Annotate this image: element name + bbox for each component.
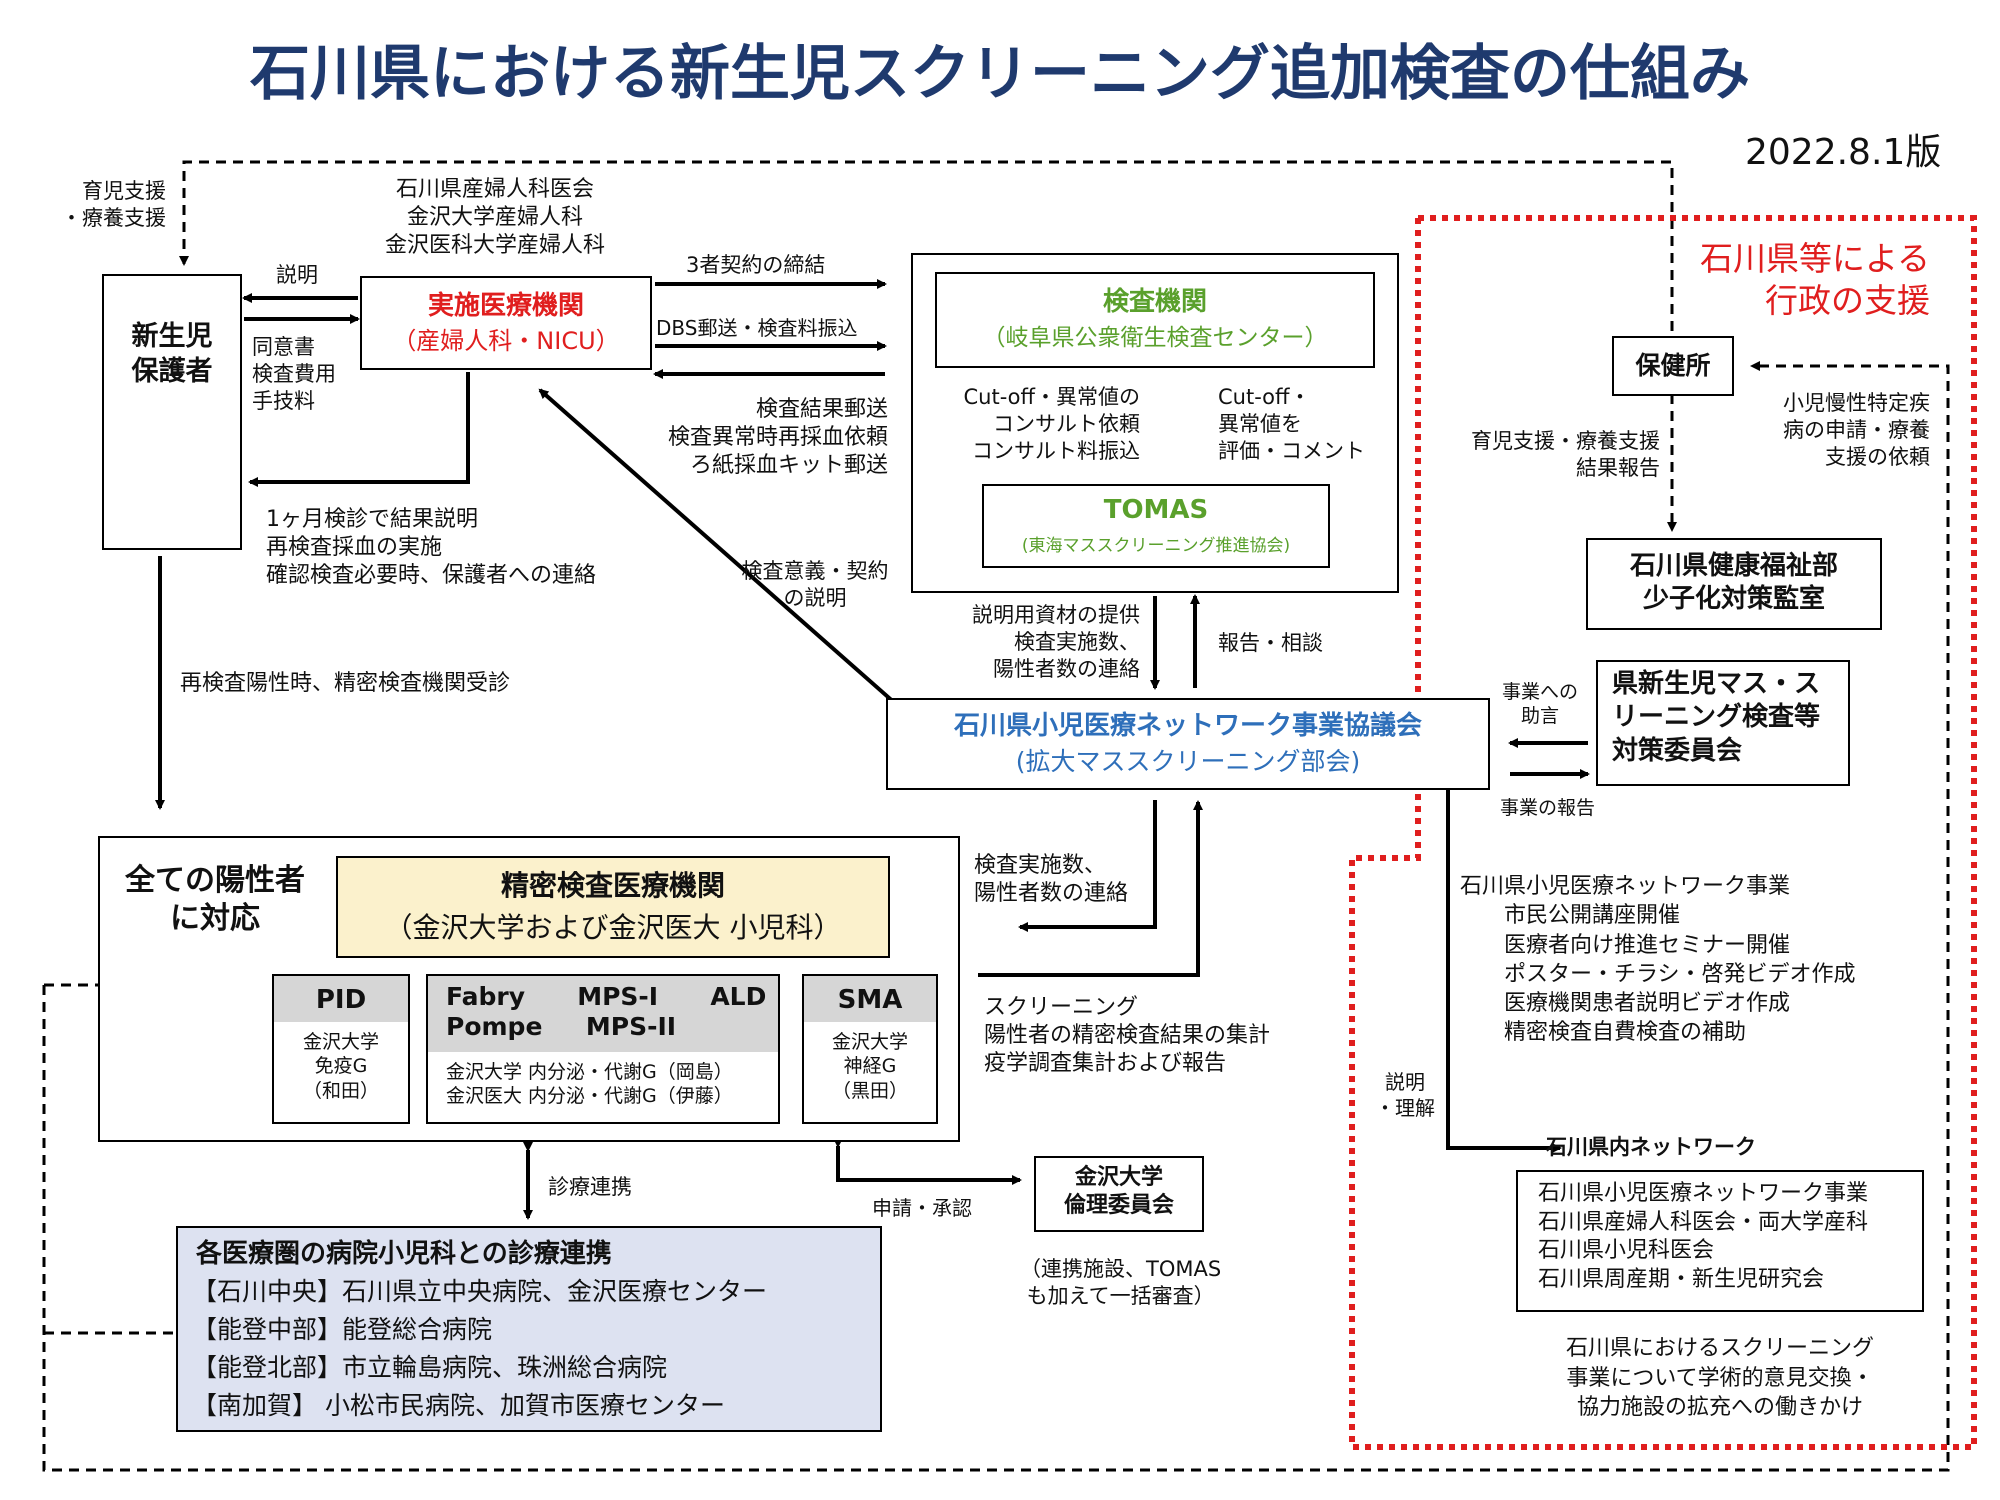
health-center-label: 保健所 [1635,351,1711,380]
council-sub: (拡大マススクリーニング部会) [1015,747,1361,776]
network-list: 石川県小児医療ネットワーク事業 石川県産婦人科医会・両大学産科 石川県小児科医会… [1538,1181,1869,1292]
precision-sub: （金沢大学および金沢医大 小児科） [384,911,842,944]
sma-header [804,976,936,1022]
dashed-chronic [42,361,1950,1472]
regional-line-0: 【石川中央】石川県立中央病院、金沢医療センター [192,1277,768,1306]
label-ikuji-report: 育児支援・療養支援 結果報告 [1471,429,1660,480]
ethics-note: （連携施設、TOMAS も加えて一括審査） [1020,1257,1222,1308]
label-screening-sum: スクリーニング 陽性者の精密検査結果の集計 疫学調査集計および報告 [984,995,1271,1077]
label-retest: 再検査陽性時、精密検査機関受診 [180,671,511,696]
regional-line-2: 【能登北部】市立輪島病院、珠洲総合病院 [192,1353,668,1382]
implementing-sub: （産婦人科・NICU） [392,327,620,355]
regional-line-1: 【能登中部】能登総合病院 [192,1315,493,1344]
sma-title: SMA [837,985,903,1015]
fabry-header [428,976,778,1052]
version-label: 2022.8.1版 [1745,132,1942,173]
pid-box: PID 金沢大学 免疫G （和田） [272,974,410,1124]
arrow-count-report [1018,800,1157,932]
label-cutoff-eval: Cut-off・ 異常値を 評価・コメント [1218,385,1365,463]
all-positive-label: 全ての陽性者 に対応 [125,863,305,937]
health-center-box: 保健所 [1612,336,1734,396]
page-title: 石川県における新生児スクリーニング追加検査の仕組み [250,39,1750,109]
lab-title: 検査機関 [1102,287,1207,317]
pid-body: 金沢大学 免疫G （和田） [302,1031,379,1102]
implementing-title: 実施医療機関 [427,291,584,321]
guardian-box: 新生児 保護者 [102,274,242,550]
label-dbs: DBS郵送・検査料振込 [656,316,858,340]
label-results: 1ヶ月検診で結果説明 再検査採血の実施 確認検査必要時、保護者への連絡 [266,507,597,589]
tomas-title: TOMAS [1103,495,1209,525]
network-title: 石川県内ネットワーク [1546,1135,1756,1159]
welfare-label: 石川県健康福祉部 少子化対策監室 [1629,551,1838,615]
admin-support-label: 石川県等による 行政の支援 [1699,239,1930,321]
label-ikuji: 育児支援 ・療養支援 [61,179,166,230]
tomas-sub: (東海マススクリーニング推進協会) [1021,536,1291,556]
arrow-shinsei [833,1138,1022,1185]
admin-region-border [1349,215,1977,1450]
label-cutoff-consult: Cut-off・異常値の コンサルト依頼 コンサルト料振込 [963,385,1141,463]
council-title: 石川県小児医療ネットワーク事業協議会 [953,711,1422,741]
label-explain-contract: 検査意義・契約 の説明 [741,559,889,610]
precision-title: 精密検査医療機関 [500,869,725,902]
committee-box: 県新生児マス・ス リーニング検査等 対策委員会 [1596,660,1850,786]
label-understand: 説明 ・理解 [1375,1070,1435,1120]
lab-box: 検査機関 （岐阜県公衆衛生検査センター） [935,272,1375,368]
ethics-label: 金沢大学 倫理委員会 [1063,1165,1174,1219]
regional-box: 各医療圏の病院小児科との診療連携 【石川中央】石川県立中央病院、金沢医療センター… [176,1226,882,1432]
label-report-consult: 報告・相談 [1218,631,1323,655]
arrow-explain-contract [538,388,907,714]
arrow-results [248,372,470,487]
label-advice: 事業への 助言 [1501,681,1578,728]
label-result-mail: 検査結果郵送 検査異常時再採血依頼 ろ紙採血キット郵送 [667,397,888,479]
lab-sub: （岐阜県公衆衛生検査センター） [982,325,1328,351]
fabry-title: Fabry MPS-I ALD Pompe MPS-II [446,982,767,1041]
pid-title: PID [315,985,367,1015]
label-shinryo: 診療連携 [548,1175,632,1199]
pid-header [274,976,408,1022]
label-chronic: 小児慢性特定疾 病の申請・療養 支援の依頼 [1783,391,1930,469]
project-list: 石川県小児医療ネットワーク事業 市民公開講座開催 医療者向け推進セミナー開催 ポ… [1460,874,1856,1046]
tomas-box: TOMAS (東海マススクリーニング推進協会) [982,484,1330,568]
arrow-network [1443,782,1562,1153]
regional-title: 各医療圏の病院小児科との診療連携 [196,1239,612,1269]
arrow-screening-sum [978,800,1203,977]
label-materials: 説明用資材の提供 検査実施数、 陽性者数の連絡 [972,603,1140,681]
label-setsumei: 説明 [276,263,318,287]
hospital-org-label: 石川県産婦人科医会 金沢大学産婦人科 金沢医科大学産婦人科 [384,177,605,259]
label-shinsei: 申請・承認 [872,1196,972,1220]
sma-body: 金沢大学 神経G （黒田） [831,1031,908,1102]
label-proj-report: 事業の報告 [1500,797,1596,819]
fabry-box: Fabry MPS-I ALD Pompe MPS-II 金沢大学 内分泌・代謝… [426,974,780,1124]
committee-label: 県新生児マス・ス リーニング検査等 対策委員会 [1612,669,1821,766]
council-box: 石川県小児医療ネットワーク事業協議会 (拡大マススクリーニング部会) [886,698,1490,790]
label-consent: 同意書 検査費用 手技料 [252,335,336,413]
precision-box: 精密検査医療機関 （金沢大学および金沢医大 小児科） [336,856,890,958]
regional-line-3: 【南加賀】 小松市民病院、加賀市医療センター [192,1391,725,1420]
label-count-report: 検査実施数、 陽性者数の連絡 [974,853,1129,907]
welfare-box: 石川県健康福祉部 少子化対策監室 [1586,538,1882,630]
implementing-box: 実施医療機関 （産婦人科・NICU） [360,276,652,370]
sma-box: SMA 金沢大学 神経G （黒田） [802,974,938,1124]
fabry-body: 金沢大学 内分泌・代謝G（岡島） 金沢医大 内分泌・代謝G（伊藤） [446,1061,733,1108]
network-note: 石川県におけるスクリーニング 事業について学術的意見交換・ 協力施設の拡充への働… [1565,1336,1874,1421]
network-box: 石川県小児医療ネットワーク事業 石川県産婦人科医会・両大学産科 石川県小児科医会… [1516,1170,1924,1312]
dashed-ikuji [179,160,1674,348]
label-contract3: 3者契約の締結 [686,253,826,277]
guardian-label: 新生児 保護者 [131,321,213,387]
ethics-box: 金沢大学 倫理委員会 [1034,1156,1204,1232]
